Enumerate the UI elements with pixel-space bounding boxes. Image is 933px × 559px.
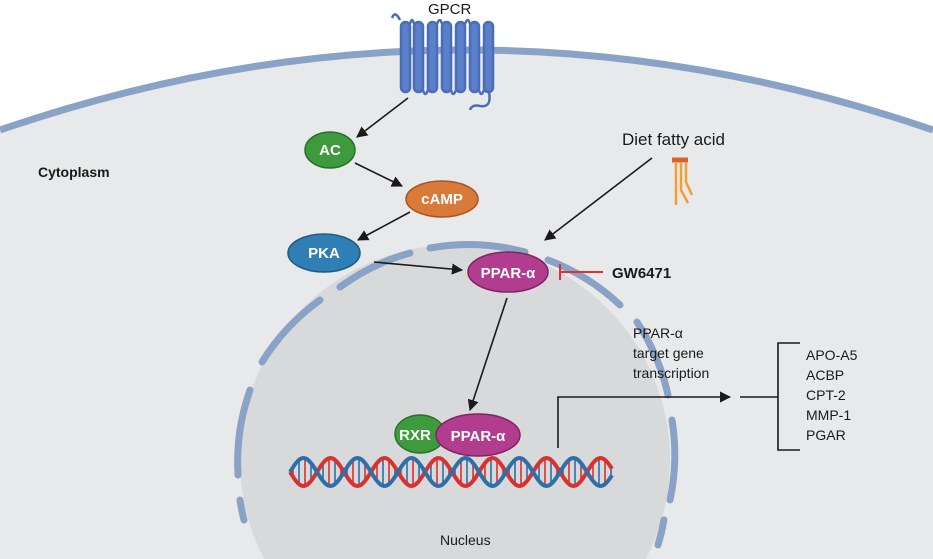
inhibitor-label: GW6471 [612, 265, 671, 282]
dna-helix [288, 455, 614, 489]
transcription-label-line3: transcription [633, 365, 709, 381]
target-gene-item: APO-A5 [806, 347, 858, 363]
target-gene-item: ACBP [806, 367, 844, 383]
diet-fatty-acid-label: Diet fatty acid [622, 130, 725, 149]
node-camp-label: cAMP [421, 191, 463, 208]
target-gene-item: MMP-1 [806, 407, 851, 423]
node-ppar-cytoplasm: PPAR-α [467, 251, 549, 293]
node-ppar-nucleus-label: PPAR-α [451, 428, 507, 445]
dna-strand [288, 455, 614, 489]
nucleus-label: Nucleus [440, 532, 491, 548]
fatty-acid-icon [672, 157, 694, 205]
inhibition-symbol [559, 264, 603, 280]
target-gene-bracket [740, 342, 800, 451]
node-rxr: RXR [394, 414, 446, 454]
gpcr-label: GPCR [428, 1, 472, 18]
transcription-label-line2: target gene [633, 345, 704, 361]
node-rxr-label: RXR [399, 427, 431, 444]
target-gene-item: CPT-2 [806, 387, 846, 403]
target-gene-list: APO-A5 ACBP CPT-2 MMP-1 PGAR [806, 347, 858, 443]
node-camp: cAMP [405, 180, 479, 218]
node-pka: PKA [287, 233, 361, 273]
target-gene-item: PGAR [806, 427, 846, 443]
node-ac: AC [304, 131, 356, 169]
gpcr-receptor [390, 13, 495, 111]
node-ppar-nucleus: PPAR-α [435, 413, 521, 457]
node-ac-label: AC [319, 142, 341, 159]
node-pka-label: PKA [308, 245, 340, 262]
transcription-label-line1: PPAR-α [633, 325, 683, 341]
node-ppar-cytoplasm-label: PPAR-α [481, 265, 537, 282]
signal-arrows [354, 97, 732, 448]
cytoplasm-label: Cytoplasm [38, 164, 110, 180]
